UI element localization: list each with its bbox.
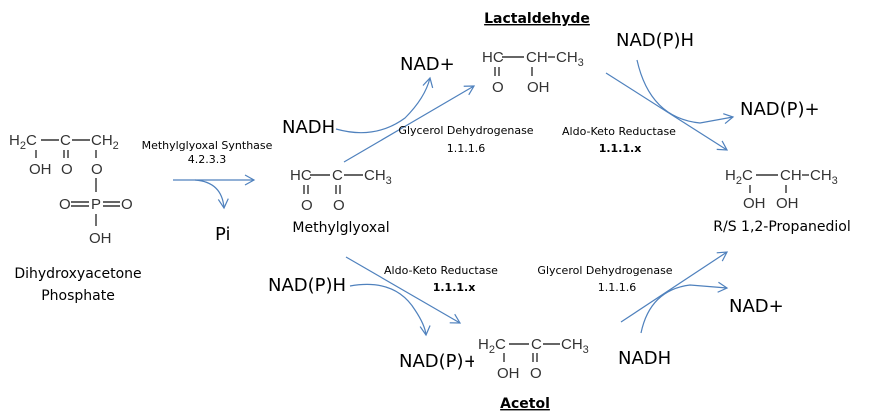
pd-ch: CH: [780, 167, 802, 184]
ac-oh: OH: [497, 365, 520, 382]
arrow-nadh-to-nad-plus-bottom: [640, 281, 729, 334]
arrow-methylglyoxal-to-acetol: [345, 256, 462, 324]
dhap-p-oh: OH: [89, 230, 112, 247]
cofactor-nadh-top: NADH: [282, 117, 335, 138]
la-oh: OH: [527, 79, 550, 96]
propanediol-name: R/S 1,2-Propanediol: [713, 219, 851, 235]
dhap-h2c: H2C: [9, 132, 37, 152]
arrow-acetol-to-propanediol: [620, 251, 729, 323]
pd-oh2: OH: [776, 195, 799, 212]
arrow-nadh-to-nad-plus-top: [335, 76, 434, 134]
dhap-name-line2: Phosphate: [41, 288, 115, 304]
propanediol-structure: H2C CH CH3 OH OH: [725, 167, 838, 212]
arrow-nadph-to-nadp-plus-bottom: [349, 283, 431, 337]
cofactor-pi: Pi: [215, 224, 230, 245]
la-ch: CH: [526, 49, 548, 66]
arrow-pi-release: [194, 179, 229, 210]
cofactor-nad-plus-bottom: NAD+: [729, 296, 784, 317]
mg-o2: O: [333, 197, 345, 214]
mg-o1: O: [301, 197, 313, 214]
la-o: O: [492, 79, 504, 96]
ac-ch3: CH3: [561, 336, 589, 356]
mg-c: C: [332, 167, 343, 184]
methylglyoxal-name: Methylglyoxal: [292, 220, 389, 236]
dhap-p: P: [91, 196, 101, 213]
enzyme-akr-top-ec: 1.1.1.x: [599, 142, 642, 155]
enzyme-akr-top-name: Aldo-Keto Reductase: [562, 125, 676, 138]
acetol-title: Acetol: [500, 396, 550, 412]
pd-ch3: CH3: [810, 167, 838, 187]
dhap-o-keto: O: [61, 161, 73, 178]
dhap-o-left: O: [59, 196, 71, 213]
arrow-nadph-to-nadp-plus-top: [636, 59, 735, 124]
cofactor-nadh-bottom: NADH: [618, 348, 671, 369]
dhap-o-right: O: [121, 196, 133, 213]
pd-oh1: OH: [743, 195, 766, 212]
enzyme-gldh-bottom-ec: 1.1.1.6: [598, 281, 636, 294]
cofactor-nadp-plus-bottom: NAD(P)+: [399, 351, 479, 372]
enzyme-gldh-top-name: Glycerol Dehydrogenase: [398, 124, 533, 137]
la-ch3: CH3: [556, 49, 584, 69]
mg-ch3: CH3: [364, 167, 392, 187]
dhap-name-line1: Dihydroxyacetone: [14, 266, 141, 282]
enzyme-gldh-top-ec: 1.1.1.6: [447, 142, 485, 155]
pd-h2c: H2C: [725, 167, 753, 187]
ac-h2c: H2C: [478, 336, 506, 356]
cofactor-nadp-plus-top: NAD(P)+: [740, 99, 820, 120]
arrow-methylglyoxal-to-lactaldehyde: [343, 85, 476, 163]
cofactor-nad-plus-top: NAD+: [400, 54, 455, 75]
dhap-structure: H2C C CH2 OH O O O P O OH: [9, 132, 133, 247]
lactaldehyde-structure: HC CH CH3 O OH: [482, 49, 584, 96]
methylglyoxal-structure: HC C CH3 O O: [290, 167, 392, 214]
acetol-structure: H2C C CH3 OH O: [474, 330, 594, 385]
cofactor-nadph-bottom: NAD(P)H: [268, 275, 346, 296]
cofactor-nadph-top: NAD(P)H: [616, 30, 694, 51]
ac-c: C: [531, 336, 542, 353]
dhap-o-link: O: [91, 161, 103, 178]
lactaldehyde-title: Lactaldehyde: [484, 11, 590, 27]
ac-o: O: [530, 365, 542, 382]
enzyme-akr-bottom-name: Aldo-Keto Reductase: [384, 264, 498, 277]
enzyme-gldh-bottom-name: Glycerol Dehydrogenase: [537, 264, 672, 277]
mg-hc: HC: [290, 167, 312, 184]
acetol-backdrop: [474, 330, 594, 385]
enzyme-akr-bottom-ec: 1.1.1.x: [433, 281, 476, 294]
enzyme-mgs-ec: 4.2.3.3: [188, 153, 226, 166]
dhap-oh: OH: [29, 161, 52, 178]
la-hc: HC: [482, 49, 504, 66]
dhap-c: C: [60, 132, 71, 149]
dhap-ch2: CH2: [91, 132, 119, 152]
enzyme-mgs-name: Methylglyoxal Synthase: [142, 139, 273, 152]
